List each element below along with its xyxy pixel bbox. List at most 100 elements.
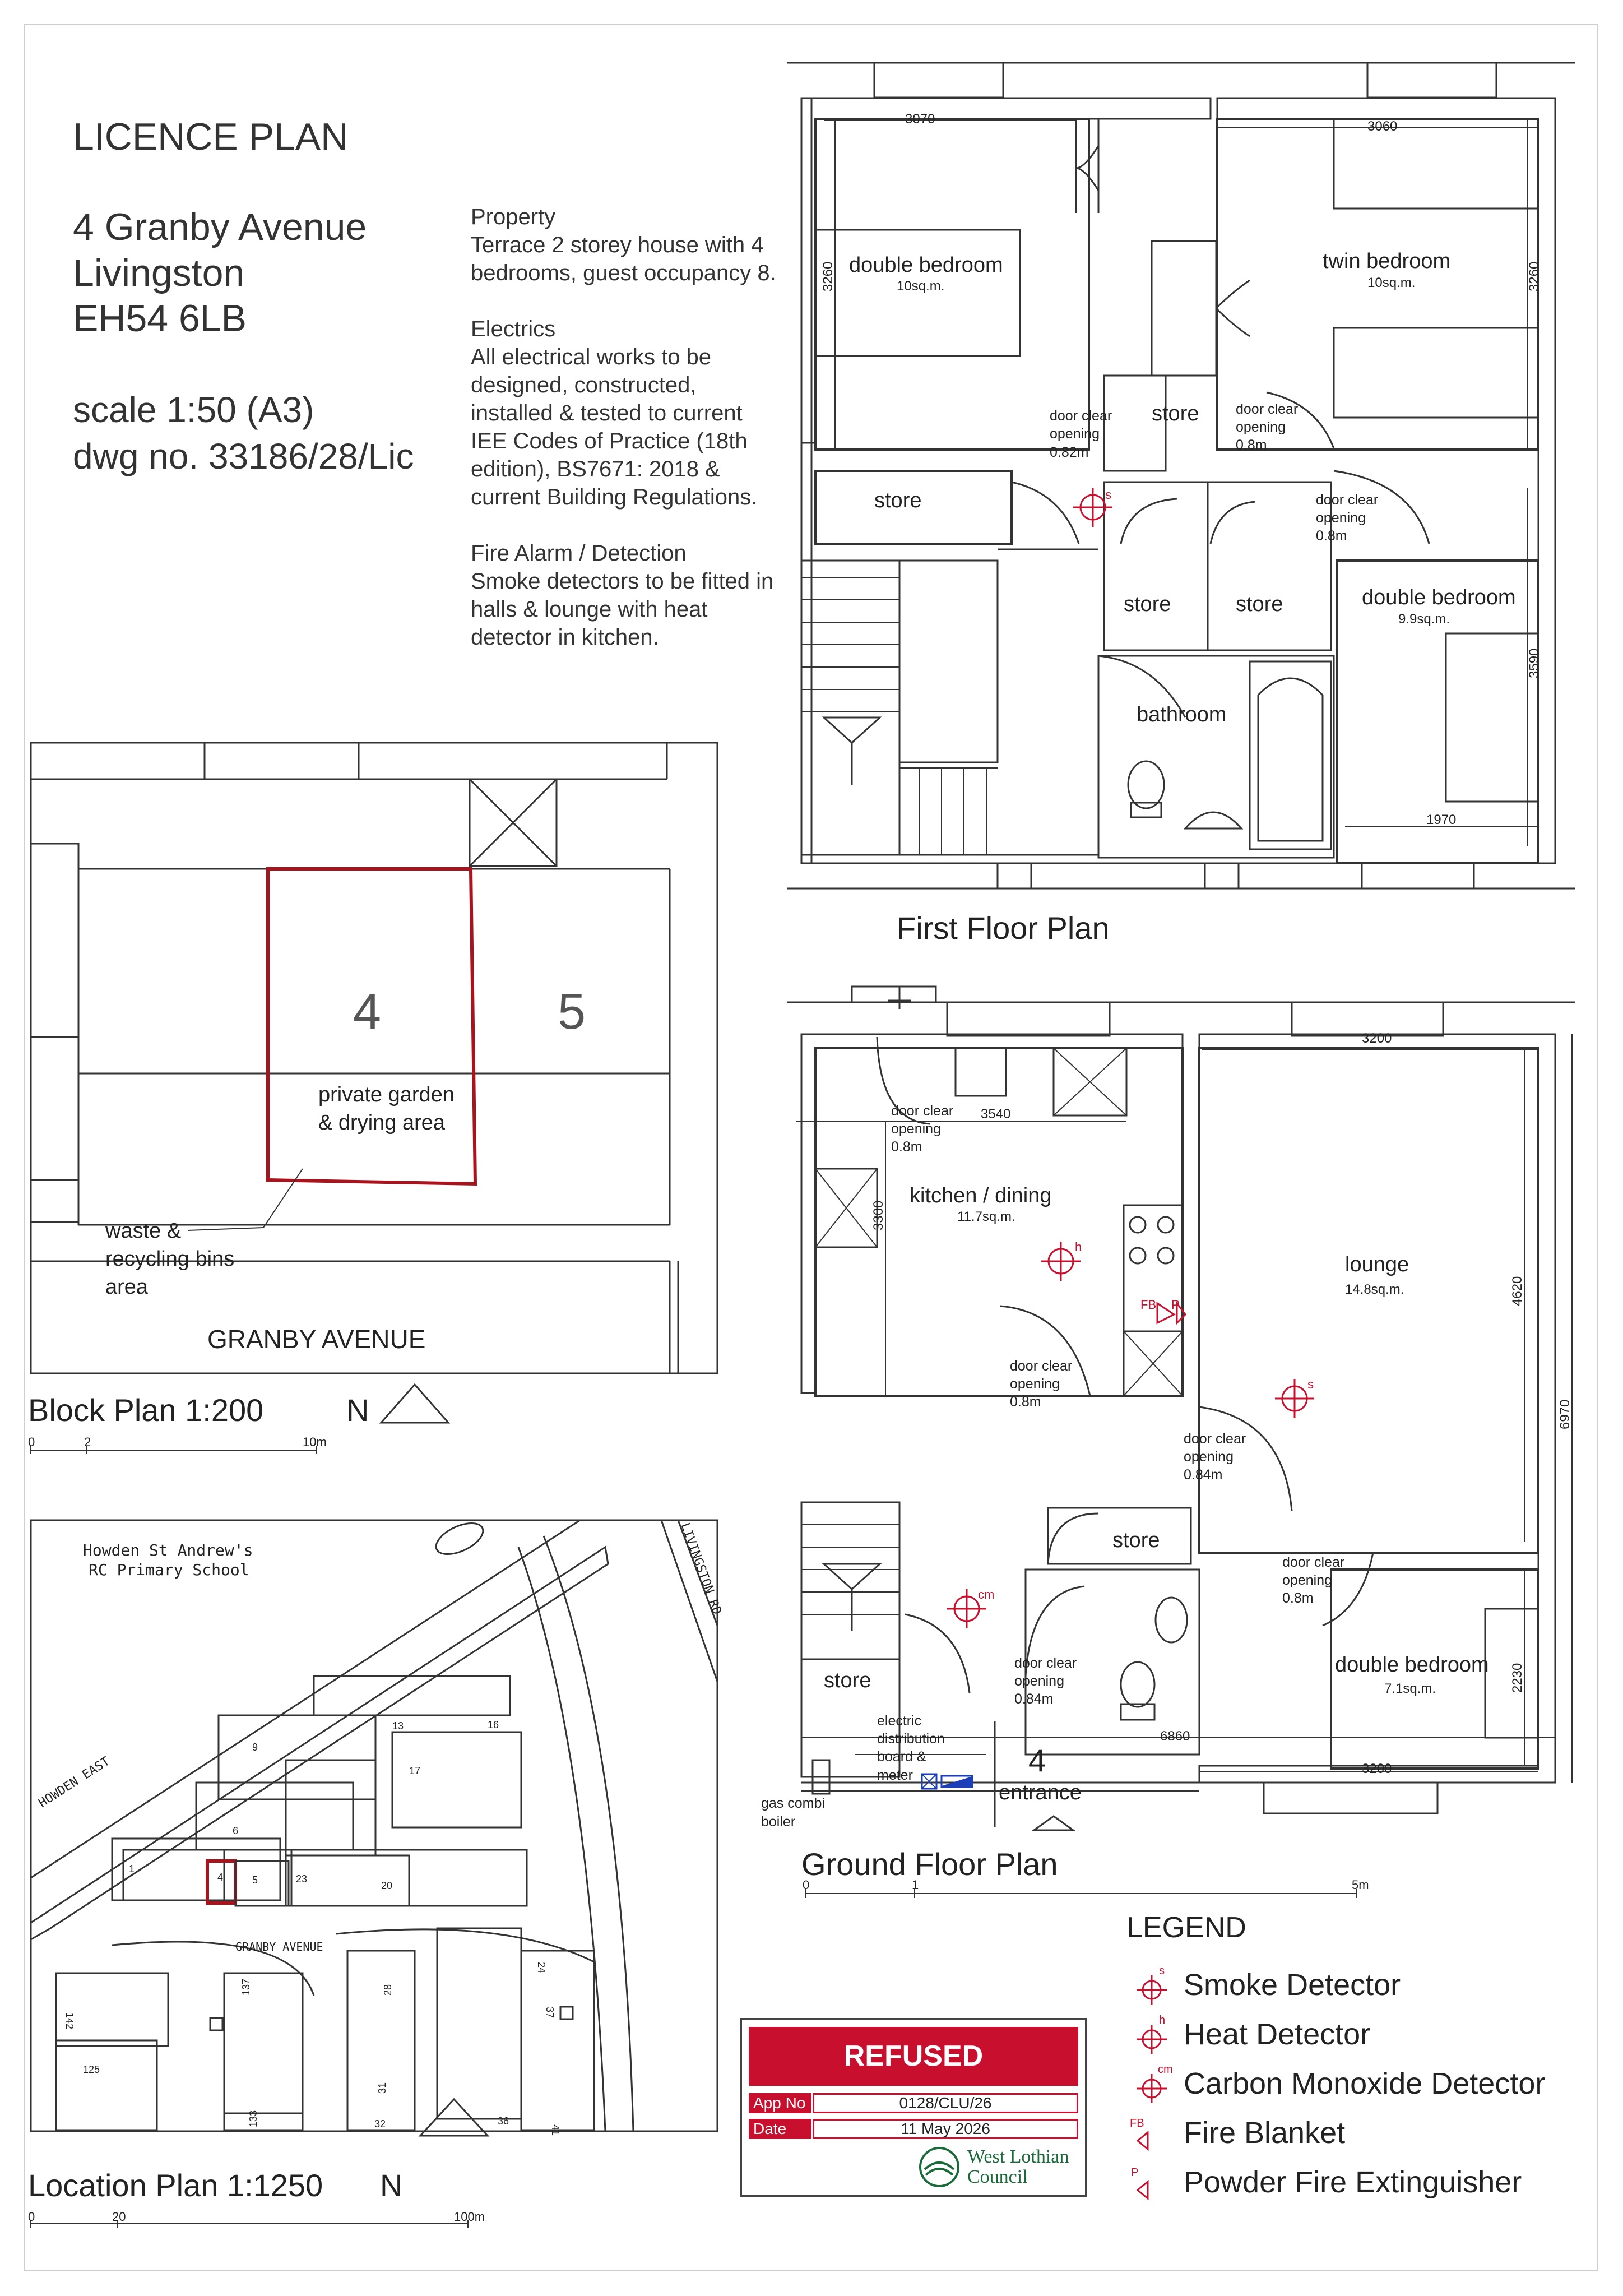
gf-dim: 3200 bbox=[1362, 1031, 1392, 1046]
ff-dim: 3590 bbox=[1527, 649, 1542, 678]
loc-scale-start: 0 bbox=[28, 2210, 35, 2224]
electrics-note: Electrics All electrical works to be des… bbox=[471, 315, 785, 511]
first-floor-title: First Floor Plan bbox=[897, 910, 1110, 946]
gf-dim: 6860 bbox=[1160, 1729, 1190, 1744]
ff-door-note: opening bbox=[1050, 426, 1100, 442]
gf-dim: 3540 bbox=[981, 1107, 1010, 1122]
drawing-scale: scale 1:50 (A3) bbox=[73, 390, 314, 430]
legend-label: Powder Fire Extinguisher bbox=[1184, 2165, 1522, 2199]
address-line: 4 Granby Avenue bbox=[73, 206, 367, 248]
gf-door-note: opening bbox=[1282, 1572, 1332, 1588]
ff-bathroom-label: bathroom bbox=[1137, 703, 1227, 726]
ground-floor-plan bbox=[787, 985, 1575, 1898]
gf-door-note: door clear bbox=[1010, 1358, 1072, 1374]
decision-stamp: REFUSED App No 0128/CLU/26 Date 11 May 2… bbox=[740, 2018, 1087, 2197]
house-number: 37 bbox=[544, 2007, 555, 2018]
app-no-value: 0128/CLU/26 bbox=[813, 2093, 1078, 2113]
gf-kitchen-label: kitchen / dining bbox=[910, 1184, 1052, 1207]
gf-store-label: store bbox=[824, 1669, 871, 1692]
ff-bed3-area: 9.9sq.m. bbox=[1398, 612, 1450, 627]
legend-label: Carbon Monoxide Detector bbox=[1184, 2067, 1546, 2100]
block-plan bbox=[30, 742, 718, 1454]
council-name: West Lothian Council bbox=[967, 2147, 1069, 2187]
gf-heat-sup: h bbox=[1075, 1240, 1082, 1254]
gf-electric-label: distribution bbox=[877, 1731, 945, 1747]
plot-5-label: 5 bbox=[558, 984, 586, 1040]
ff-bed1-label: double bedroom bbox=[849, 253, 1003, 277]
ff-twin-label: twin bedroom bbox=[1323, 249, 1450, 273]
legend-title: LEGEND bbox=[1126, 1911, 1246, 1944]
gf-door-note: door clear bbox=[891, 1103, 953, 1119]
property-text: Terrace 2 storey house with 4 bedrooms, … bbox=[471, 233, 776, 285]
house-number: 125 bbox=[83, 2064, 100, 2075]
ff-store-label: store bbox=[1124, 592, 1171, 616]
ff-door-note: 0.8m bbox=[1316, 528, 1347, 544]
house-number: 5 bbox=[252, 1874, 258, 1886]
house-number: 28 bbox=[382, 1984, 393, 1996]
house-number: 31 bbox=[377, 2082, 388, 2094]
legend-sup: s bbox=[1159, 1965, 1165, 1977]
garden-label: private garden bbox=[318, 1083, 455, 1107]
house-number: 133 bbox=[248, 2110, 259, 2127]
school-label: Howden St Andrew's bbox=[83, 1541, 253, 1559]
ff-dim: 3260 bbox=[820, 262, 836, 291]
gf-electric-label: electric bbox=[877, 1713, 921, 1729]
house-number: 4 bbox=[217, 1872, 223, 1883]
gf-door-note: 0.8m bbox=[1010, 1394, 1041, 1410]
legend-sup: cm bbox=[1158, 2063, 1173, 2076]
ff-dim: 1970 bbox=[1426, 812, 1456, 827]
house-number: 16 bbox=[488, 1719, 499, 1730]
council-name-line: West Lothian bbox=[967, 2146, 1069, 2167]
gf-boiler-label: boiler bbox=[761, 1814, 795, 1830]
gf-dim: 6970 bbox=[1557, 1400, 1573, 1429]
app-no-row: App No 0128/CLU/26 bbox=[749, 2093, 1078, 2113]
street-label: GRANBY AVENUE bbox=[207, 1325, 425, 1354]
gf-lounge-area: 14.8sq.m. bbox=[1345, 1282, 1404, 1297]
ff-dim: 3060 bbox=[1367, 119, 1397, 134]
block-plan-title: Block Plan 1:200 bbox=[28, 1392, 263, 1428]
fire-blanket-icon: FB bbox=[1130, 2117, 1149, 2151]
ff-door-note: 0.82m bbox=[1050, 445, 1088, 460]
gf-fire-blanket-label: FB bbox=[1140, 1298, 1156, 1312]
house-number: 32 bbox=[374, 2118, 386, 2130]
loc-scale-mid: 20 bbox=[112, 2210, 126, 2224]
council-crest-icon bbox=[919, 2147, 959, 2187]
gf-door-note: door clear bbox=[1282, 1554, 1344, 1570]
property-note: Property Terrace 2 storey house with 4 b… bbox=[471, 203, 785, 287]
house-number: 9 bbox=[252, 1742, 258, 1753]
legend-sup: P bbox=[1131, 2167, 1138, 2179]
garden-label: & drying area bbox=[318, 1111, 446, 1135]
drawing-title: LICENCE PLAN bbox=[73, 115, 349, 158]
legend-label: Fire Blanket bbox=[1184, 2116, 1346, 2150]
ff-door-note: door clear bbox=[1236, 401, 1298, 417]
ff-door-note: door clear bbox=[1316, 492, 1378, 508]
gf-scale-end: 5m bbox=[1352, 1878, 1369, 1892]
gf-extinguisher-label: P bbox=[1171, 1298, 1180, 1312]
house-number: 41 bbox=[550, 2124, 561, 2136]
house-number: 142 bbox=[64, 2012, 75, 2029]
legend-label: Heat Detector bbox=[1184, 2017, 1371, 2051]
legend-label: Smoke Detector bbox=[1184, 1968, 1401, 2002]
gf-door-note: 0.8m bbox=[1282, 1590, 1314, 1606]
legend-sup: h bbox=[1159, 2014, 1165, 2026]
loc-scale-end: 100m bbox=[454, 2210, 485, 2224]
ff-store-label: store bbox=[1152, 402, 1199, 425]
road-label: HOWDEN EAST bbox=[36, 1755, 113, 1811]
ff-store-label: store bbox=[874, 489, 921, 512]
gf-boiler-label: gas combi bbox=[761, 1795, 825, 1811]
ff-door-note: door clear bbox=[1050, 408, 1112, 424]
gf-bed-area: 7.1sq.m. bbox=[1384, 1681, 1436, 1696]
gf-door-note: door clear bbox=[1184, 1431, 1246, 1447]
council-logo: West Lothian Council bbox=[917, 2145, 1074, 2189]
council-name-line: Council bbox=[967, 2166, 1028, 2187]
gf-door-note: opening bbox=[891, 1121, 941, 1137]
co-detector-icon: cm bbox=[1137, 2063, 1173, 2103]
house-number: 23 bbox=[296, 1873, 307, 1885]
location-plan bbox=[30, 1519, 718, 2228]
block-north-label: N bbox=[346, 1392, 369, 1428]
address-line: EH54 6LB bbox=[73, 297, 247, 340]
site-address: 4 Granby Avenue Livingston EH54 6LB bbox=[73, 205, 367, 342]
plot-4-label: 4 bbox=[353, 984, 381, 1040]
bins-label: waste & bbox=[105, 1219, 181, 1243]
